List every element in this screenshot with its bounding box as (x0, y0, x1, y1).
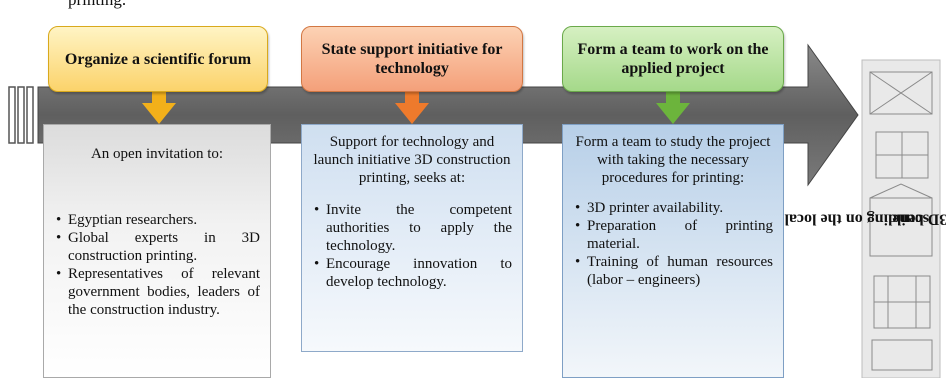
step-2-card: Support for technology and launch initia… (301, 124, 523, 352)
arrow-tail-stripe-3 (26, 86, 34, 144)
step-2-intro: Support for technology and launch initia… (313, 134, 511, 186)
step-1-list: Egyptian researchers. Global experts in … (54, 211, 260, 319)
step-2-header: State support initiative for technology (301, 26, 523, 92)
step-2-bullet-2: Encourage innovation to develop technolo… (314, 255, 512, 291)
step-3-bullet-3: Training of human resources (labor – eng… (575, 253, 773, 289)
connector-stem-1 (152, 92, 166, 104)
step-2-bullet-1: Invite the competent authorities to appl… (314, 201, 512, 255)
arrow-tail-stripe-1 (8, 86, 16, 144)
step-3-bullet-2: Preparation of printing material. (575, 217, 773, 253)
step-1-bullet-1: Egyptian researchers. (56, 211, 260, 229)
building-sketch-image (861, 59, 941, 378)
connector-stem-3 (666, 92, 680, 104)
step-1-bullet-3: Representatives of relevant government b… (56, 265, 260, 319)
step-3-list: 3D printer availability. Preparation of … (573, 199, 773, 289)
connector-head-3 (656, 103, 690, 124)
connector-head-1 (142, 103, 176, 124)
step-3-bullet-1: 3D printer availability. (575, 199, 773, 217)
step-3-header: Form a team to work on the applied proje… (562, 26, 784, 92)
connector-head-2 (395, 103, 429, 124)
step-1-card: An open invitation to: Egyptian research… (43, 124, 271, 378)
step-1-bullet-2: Global experts in 3D construction printi… (56, 229, 260, 265)
step-1-intro: An open invitation to: (90, 146, 224, 162)
step-3-card: Form a team to study the project with ta… (562, 124, 784, 378)
arrow-tail-stripe-2 (17, 86, 25, 144)
step-3-intro: Form a team to study the project with ta… (575, 134, 771, 186)
connector-stem-2 (405, 92, 419, 104)
step-1-header: Organize a scientific forum (48, 26, 268, 92)
top-cut-text: printing. (68, 0, 126, 10)
result-label-line-2: scene (892, 210, 929, 228)
step-2-list: Invite the competent authorities to appl… (312, 201, 512, 291)
